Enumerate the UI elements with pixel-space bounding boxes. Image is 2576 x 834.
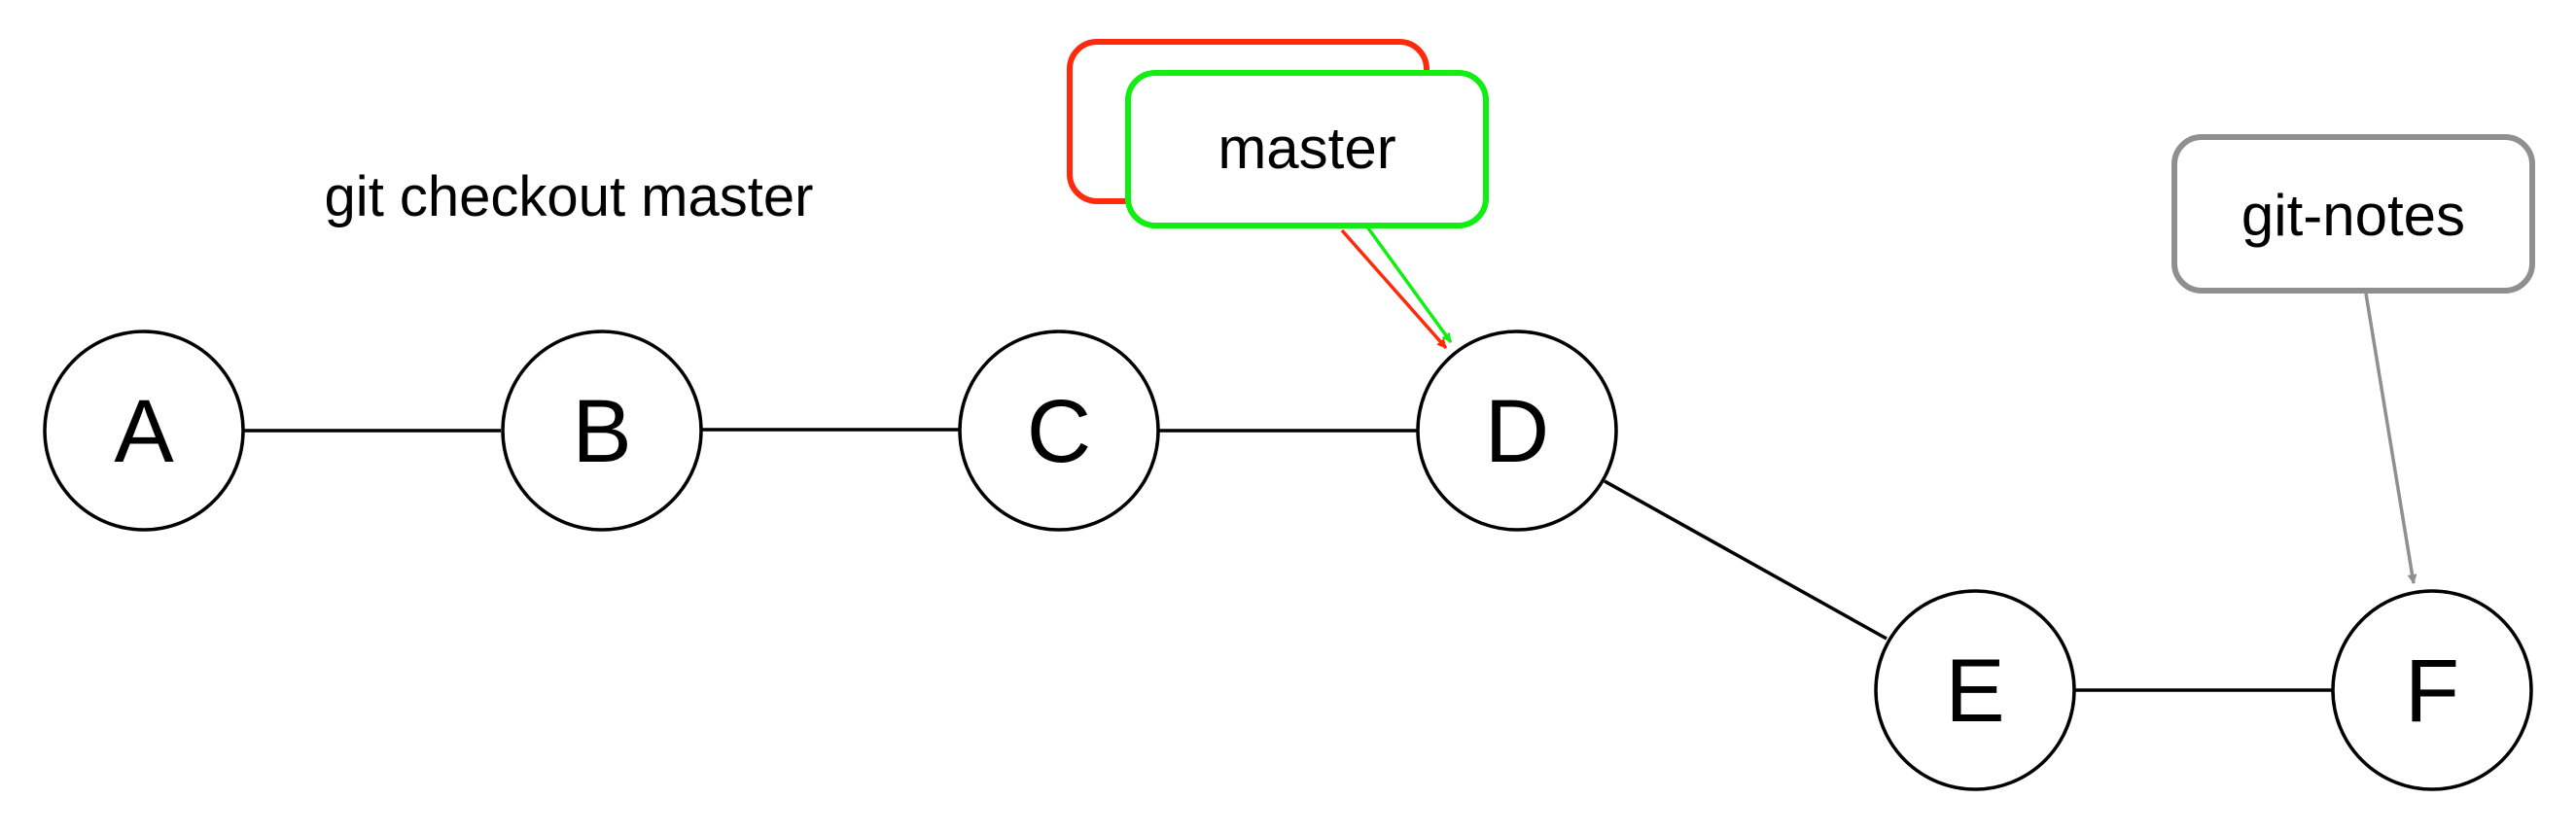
git-notes-ref-box[interactable]: [2171, 134, 2535, 294]
commit-label: F: [2405, 642, 2459, 741]
commit-node-f[interactable]: F: [2331, 589, 2533, 791]
commit-edges: [243, 428, 2333, 692]
commit-node-a[interactable]: A: [43, 330, 245, 532]
git-notes-ref[interactable]: git-notes: [2171, 134, 2535, 584]
commit-label: E: [1945, 642, 2004, 741]
commit-node-b[interactable]: B: [501, 330, 703, 532]
master-ref[interactable]: master: [1125, 70, 1489, 344]
master-ref-arrow: [1364, 224, 1453, 344]
commit-nodes: A B C D E F: [43, 330, 2533, 791]
commit-label: C: [1027, 382, 1091, 481]
git-notes-ref-label: git-notes: [2241, 183, 2465, 248]
edge-d-e: [1604, 479, 1888, 641]
master-ref-box[interactable]: [1125, 70, 1489, 228]
commit-label: B: [572, 382, 631, 481]
master-ref-label: master: [1217, 116, 1395, 181]
commit-label: A: [114, 382, 174, 481]
caption-text: git checkout master: [325, 165, 814, 228]
commit-label: D: [1485, 382, 1549, 481]
previous-ref-arrow: [1340, 228, 1448, 350]
commit-node-d[interactable]: D: [1416, 330, 1618, 532]
git-notes-ref-arrow: [2364, 293, 2417, 584]
commit-node-e[interactable]: E: [1874, 589, 2076, 791]
commit-node-c[interactable]: C: [958, 330, 1160, 532]
